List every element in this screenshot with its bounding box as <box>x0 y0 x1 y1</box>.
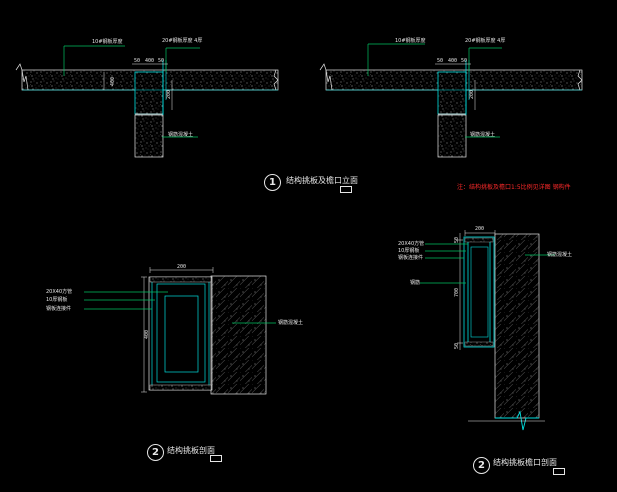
d1r-label-wall: 钢筋混凝土 <box>470 132 496 138</box>
d2b-label-wall: 钢筋混凝土 <box>547 252 573 258</box>
detail2b-number: 2 <box>473 457 490 474</box>
detail2b-title: 结构挑板檐口剖面 <box>493 458 557 467</box>
d1l-label-wall: 钢筋混凝土 <box>168 132 194 138</box>
detail2a-scale-box <box>210 455 222 462</box>
d1l-dim-c: 50 <box>158 58 165 64</box>
d1l-dim-b: 400 <box>145 58 155 64</box>
detail1-number: 1 <box>264 174 281 191</box>
d1l-dim-e: 200 <box>166 89 172 99</box>
d1l-dim-a: 50 <box>134 58 141 64</box>
d1l-dim-d: 400 <box>110 76 116 86</box>
d1r-dim-c: 50 <box>461 58 468 64</box>
d1l-label-top-right: 20#钢板厚度 4厚 <box>162 38 203 44</box>
detail2a-title: 结构挑板剖面 <box>167 446 215 455</box>
d2a-label-wall: 钢筋混凝土 <box>278 320 304 326</box>
d1r-label-top-left: 10#钢板厚度 <box>395 38 426 44</box>
d2b-dim-top: 50 <box>454 236 460 243</box>
detail2a-number: 2 <box>147 444 164 461</box>
d2b-dim-bot: 50 <box>454 342 460 349</box>
d2b-label-1: 10厚钢板 <box>398 248 420 254</box>
d2b-label-left: 钢筋 <box>410 280 421 286</box>
detail2b-scale-box <box>553 468 565 475</box>
red-note: 注：结构挑板及檐口1:5比例见详图 钢构件 <box>457 184 571 191</box>
d2a-dim-width: 200 <box>177 264 187 270</box>
d2b-label-0: 20X40方管 <box>398 241 425 247</box>
d2b-label-2: 钢板连接件 <box>398 255 424 261</box>
d2a-dim-height: 400 <box>144 329 150 339</box>
detail2a-section <box>84 267 276 395</box>
detail1-left <box>15 45 279 158</box>
d2b-dim-width: 200 <box>475 226 485 232</box>
d1l-label-top-left: 10#钢板厚度 <box>92 39 123 45</box>
d2a-label-0: 20X40方管 <box>46 289 73 295</box>
d1r-dim-a: 50 <box>437 58 444 64</box>
detail2b-section <box>420 230 555 431</box>
d1r-dim-b: 400 <box>448 58 458 64</box>
d2a-label-1: 10厚钢板 <box>46 297 68 303</box>
d2a-label-2: 钢板连接件 <box>46 306 72 312</box>
detail1-right <box>319 43 583 158</box>
d1r-dim-e: 200 <box>469 89 475 99</box>
d2b-dim-mid: 700 <box>454 287 460 297</box>
detail1-title: 结构挑板及檐口立面 <box>286 176 358 185</box>
detail1-scale-box <box>340 186 352 193</box>
d1r-label-top-right: 20#钢板厚度 4厚 <box>465 38 506 44</box>
